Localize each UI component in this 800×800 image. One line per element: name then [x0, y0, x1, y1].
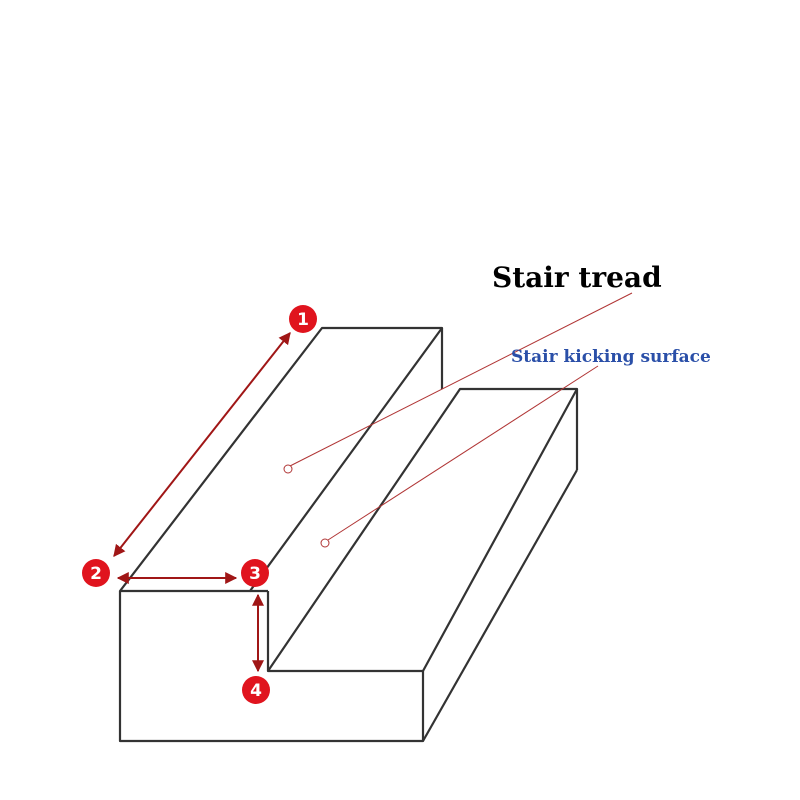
marker-3: 3: [241, 559, 269, 587]
marker-2-circle: [82, 559, 110, 587]
marker-4-number: 4: [250, 681, 262, 701]
upper-tread-face: [118, 326, 444, 593]
marker-1-number: 1: [297, 310, 309, 330]
stair-kicking-surface-label: Stair kicking surface: [511, 347, 711, 367]
marker-4: 4: [242, 676, 270, 704]
front-face: [118, 591, 425, 743]
marker-1-circle: [289, 305, 317, 333]
marker-4-circle: [242, 676, 270, 704]
marker-2: 2: [82, 559, 110, 587]
kicking-leader-line: [327, 365, 599, 541]
stair-outline: [118, 326, 579, 743]
tread-leader-line: [289, 292, 633, 467]
lower-tread-face: [266, 387, 579, 673]
marker-2-number: 2: [90, 564, 102, 584]
marker-3-circle: [241, 559, 269, 587]
length-arrow: [113, 332, 291, 557]
tread-leader-dot: [283, 464, 293, 474]
kicking-leader-dot: [320, 538, 330, 548]
leader-lines: [283, 292, 633, 548]
lower-side-bottom-edge: [422, 469, 578, 742]
marker-3-number: 3: [249, 564, 261, 584]
dimension-arrows: [113, 332, 291, 673]
marker-1: 1: [289, 305, 317, 333]
stair-tread-label: Stair tread: [492, 261, 662, 294]
